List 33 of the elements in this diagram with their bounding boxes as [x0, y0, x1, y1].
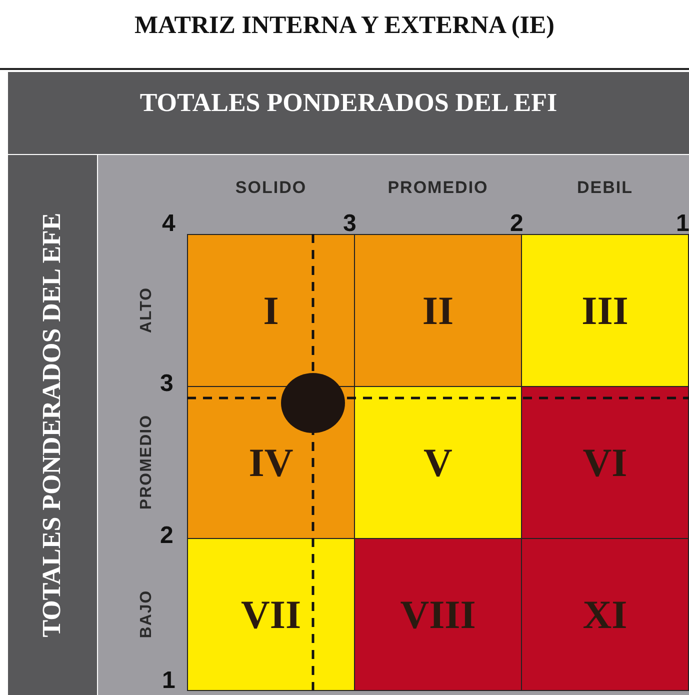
quadrant-numeral: VI — [582, 439, 628, 486]
matrix-cell — [354, 386, 522, 539]
matrix-cell — [354, 234, 522, 387]
scale-number: 4 — [162, 210, 176, 238]
quadrant-numeral: IV — [248, 439, 294, 486]
scale-number: 2 — [510, 210, 524, 238]
matrix-cell — [521, 386, 689, 539]
scale-number: 1 — [676, 210, 689, 238]
quadrant-numeral: III — [582, 287, 628, 334]
row-label: BAJO — [138, 590, 156, 638]
quadrant-numeral: II — [422, 287, 454, 334]
quadrant-numeral: I — [263, 287, 279, 334]
quadrant-numeral: VIII — [400, 591, 476, 638]
matrix-cell — [521, 234, 689, 387]
quadrant-numeral: V — [424, 439, 452, 486]
title: MATRIZ INTERNA Y EXTERNA (IE) — [134, 12, 556, 40]
quadrant-numeral: XI — [582, 591, 628, 638]
row-label: ALTO — [138, 286, 156, 334]
column-label: PROMEDIO — [386, 178, 490, 198]
scale-number: 2 — [160, 522, 174, 550]
row-label: PROMEDIO — [138, 414, 156, 510]
axis-heading: TOTALES PONDERADOS DEL EFI — [138, 88, 558, 118]
quadrant-numeral: VII — [240, 591, 302, 638]
column-label: SOLIDO — [234, 178, 308, 198]
scale-number: 3 — [343, 210, 356, 238]
matrix-cell — [354, 538, 522, 691]
scale-number: 3 — [160, 370, 174, 398]
axis-heading: TOTALES PONDERADOS DEL EFE — [37, 212, 67, 638]
scale-number: 1 — [162, 667, 176, 695]
matrix-cell — [187, 234, 355, 387]
matrix-cell — [521, 538, 689, 691]
matrix-cell — [187, 538, 355, 691]
column-label: DEBIL — [576, 178, 634, 198]
